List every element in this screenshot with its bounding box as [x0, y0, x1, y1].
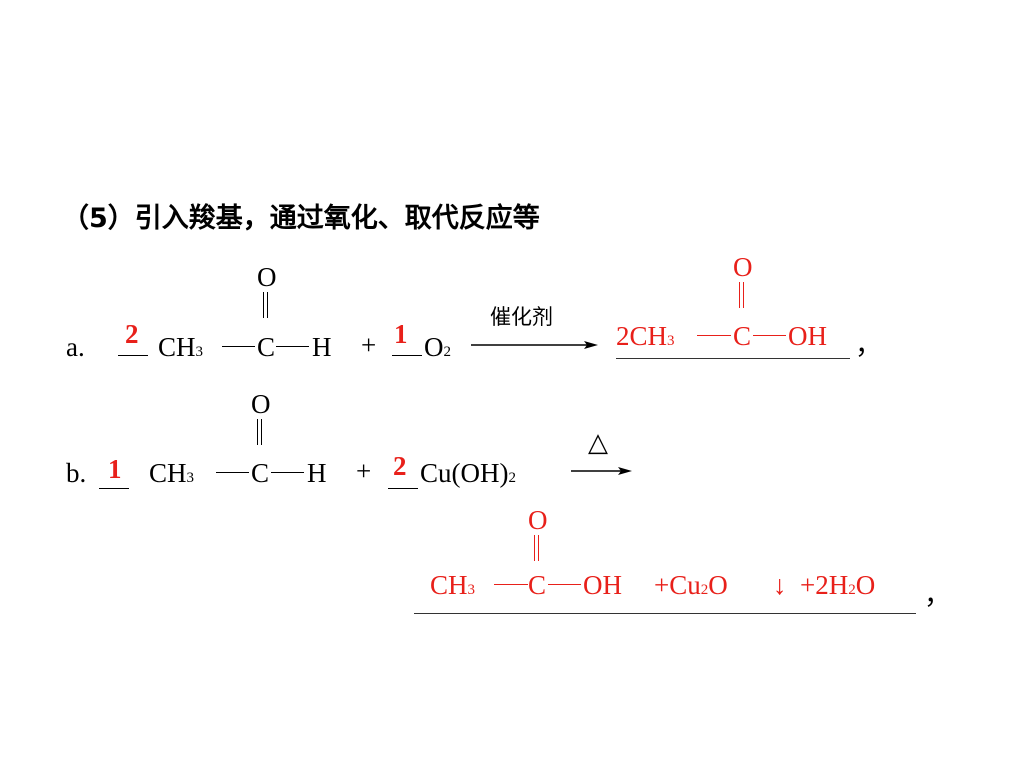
heat-condition-icon: △: [588, 428, 608, 457]
reaction-a-reactant-2: O2: [424, 332, 451, 362]
plus-sign: +: [361, 330, 377, 360]
water-product: +2H2O: [800, 570, 876, 600]
reaction-a-label: a.: [66, 332, 85, 362]
product-carbon: C: [528, 570, 547, 600]
plus-sign: +: [356, 456, 372, 486]
carbonyl-carbon: C: [257, 332, 276, 362]
bond-line: [548, 584, 581, 585]
reaction-a-coef-1: 2: [125, 319, 139, 349]
reaction-b-reactant-1: CH3: [149, 458, 195, 488]
product-hydroxyl: OH: [788, 321, 827, 351]
double-bond: [739, 282, 744, 308]
product-carbonyl-oxygen: O: [733, 252, 753, 282]
reaction-a-reactant-1: CH3: [158, 332, 204, 362]
bond-line: [222, 346, 255, 347]
reaction-a-coef-2: 1: [394, 319, 408, 349]
carbonyl-oxygen: O: [257, 262, 277, 292]
reaction-b-blank-2: [388, 488, 418, 489]
bond-line: [216, 472, 249, 473]
double-bond: [263, 292, 268, 318]
product-hydroxyl: OH: [583, 570, 622, 600]
reaction-b-coef-2: 2: [393, 451, 407, 481]
bond-line: [697, 335, 731, 336]
section-title: （5）引入羧基，通过氧化、取代反应等: [62, 203, 540, 234]
bond-line: [753, 335, 786, 336]
bond-line: [276, 346, 309, 347]
comma: ，: [855, 330, 882, 360]
reaction-arrow: [471, 341, 598, 349]
reaction-b-reactant-2: Cu(OH)2: [420, 458, 516, 488]
reaction-b-label: b.: [66, 458, 87, 488]
reaction-a-blank-1: [118, 355, 148, 356]
product-carbonyl-oxygen: O: [528, 505, 548, 535]
product-carbon: C: [733, 321, 752, 351]
carbonyl-oxygen: O: [251, 389, 271, 419]
precipitate-arrow-icon: ↓: [773, 570, 787, 600]
reaction-b-coef-1: 1: [108, 454, 122, 484]
double-bond: [257, 419, 262, 445]
comma: ，: [924, 580, 951, 610]
reaction-b-product-1: CH3: [430, 570, 476, 600]
reaction-a-product: 2CH3: [616, 321, 675, 351]
bond-line: [271, 472, 304, 473]
reaction-b-blank-1: [99, 488, 129, 489]
catalyst-label: 催化剂: [490, 305, 553, 329]
reaction-a-blank-2: [392, 355, 422, 356]
aldehyde-hydrogen: H: [312, 332, 332, 362]
double-bond: [534, 535, 539, 561]
bond-line: [494, 584, 528, 585]
cuprous-oxide-product: +Cu2O: [654, 570, 728, 600]
carbonyl-carbon: C: [251, 458, 270, 488]
aldehyde-hydrogen: H: [307, 458, 327, 488]
answer-underline-b: [414, 613, 916, 614]
reaction-arrow: [571, 467, 632, 475]
answer-underline-a: [616, 358, 850, 359]
